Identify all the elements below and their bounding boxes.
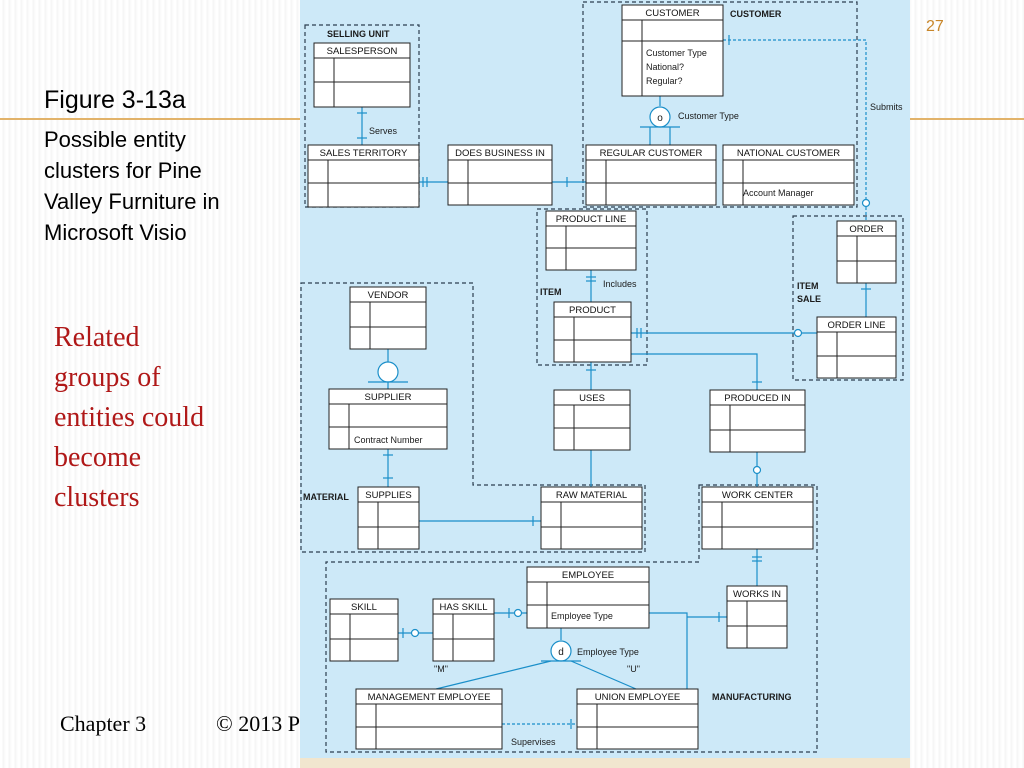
entity-employee: EMPLOYEE [526, 566, 650, 629]
footer-copyright: © 2013 P [216, 711, 300, 736]
entity-produced-in-title: PRODUCED IN [724, 393, 791, 404]
line-subtype-union [570, 660, 637, 690]
entity-national-customer: NATIONAL CUSTOMER [722, 144, 855, 206]
figure-caption: Possible entity clusters for Pine Valley… [44, 127, 220, 245]
entity-does-business-in: DOES BUSINESS IN [447, 144, 553, 206]
label-supervises: Supervises [511, 737, 556, 747]
entity-supplier-title: SUPPLIER [365, 392, 412, 403]
entity-salesperson: SALESPERSON [313, 42, 411, 108]
entity-work-center-title: WORK CENTER [722, 490, 793, 501]
er-diagram-panel [300, 0, 910, 768]
entity-regular-customer-title: REGULAR CUSTOMER [600, 148, 703, 159]
entity-union-employee: UNION EMPLOYEE [576, 688, 699, 750]
label-serves: Serves [369, 126, 398, 136]
cluster-customer [582, 1, 858, 208]
entity-does-business-in-title: DOES BUSINESS IN [455, 148, 545, 159]
entity-vendor: VENDOR [349, 286, 427, 350]
entity-raw-material-title: RAW MATERIAL [556, 490, 627, 501]
entity-customer: CUSTOMER [621, 4, 724, 97]
subtype-customer-discriminator: Customer Type [678, 111, 739, 121]
mark-skill-optional [410, 628, 420, 638]
line-product-producedin [631, 353, 758, 390]
entity-order: ORDER [836, 220, 897, 284]
cluster-label-item: ITEM [540, 287, 562, 297]
cluster-item [536, 208, 648, 366]
entity-union-employee-title: UNION EMPLOYEE [595, 692, 681, 703]
entity-vendor-title: VENDOR [368, 290, 409, 301]
supplier-subset-circle [377, 361, 399, 383]
mark-orderline-optional [793, 328, 803, 338]
mark-order-optional [861, 198, 871, 208]
mark-employee-optional [513, 608, 523, 618]
entity-raw-material: RAW MATERIAL [540, 486, 643, 550]
entity-management-employee: MANAGEMENT EMPLOYEE [355, 688, 503, 750]
entity-order-title: ORDER [849, 224, 883, 235]
cluster-item-sale [792, 215, 904, 381]
entity-sales-territory-title: SALES TERRITORY [320, 148, 408, 159]
entity-product-line: PRODUCT LINE [545, 210, 637, 271]
clusters-note: Related groups of entities could become … [54, 322, 205, 513]
header-rule-left [0, 118, 300, 120]
label-includes: Includes [603, 279, 637, 289]
entity-supplies: SUPPLIES [357, 486, 420, 550]
entity-uses-title: USES [579, 393, 605, 404]
cluster-label-selling-unit: SELLING UNIT [327, 29, 390, 39]
attr-contract-number: Contract Number [354, 435, 423, 445]
cluster-label-customer: CUSTOMER [730, 9, 782, 19]
cluster-manufacturing [325, 484, 818, 753]
attr-employee-type: Employee Type [551, 611, 613, 621]
cluster-material [300, 282, 646, 553]
entity-supplies-title: SUPPLIES [365, 490, 411, 501]
slide-number: 27 [926, 18, 944, 35]
entity-product-title: PRODUCT [569, 305, 616, 316]
entity-management-employee-title: MANAGEMENT EMPLOYEE [368, 692, 491, 703]
subtype-label-u: "U" [627, 664, 640, 674]
line-subtype-mgmt [435, 660, 552, 690]
entity-regular-customer: REGULAR CUSTOMER [585, 144, 717, 206]
entity-has-skill: HAS SKILL [432, 598, 495, 662]
entity-uses: USES [553, 389, 631, 451]
cluster-label-manufacturing: MANUFACTURING [712, 692, 792, 702]
entity-national-customer-title: NATIONAL CUSTOMER [737, 148, 840, 159]
footer-chapter: Chapter 3 [60, 711, 147, 736]
entity-supplier: SUPPLIER [328, 388, 448, 450]
subtype-customer-symbol: o [657, 113, 663, 124]
entity-salesperson-title: SALESPERSON [327, 46, 398, 57]
entity-works-in-title: WORKS IN [733, 589, 781, 600]
cluster-label-material: MATERIAL [303, 492, 349, 502]
entity-skill-title: SKILL [351, 602, 377, 613]
attr-national: National? [646, 62, 684, 72]
attr-regular: Regular? [646, 76, 683, 86]
entity-order-line: ORDER LINE [816, 316, 897, 379]
entity-product: PRODUCT [553, 301, 632, 363]
entity-works-in: WORKS IN [726, 585, 788, 649]
subtype-label-m: "M" [434, 664, 448, 674]
mark-workcenter-optional [752, 465, 762, 475]
entity-has-skill-title: HAS SKILL [439, 602, 487, 613]
line-customer-order [723, 39, 867, 222]
figure-title: Figure 3-13a [44, 86, 186, 114]
entity-sales-territory: SALES TERRITORY [307, 144, 420, 208]
line-employee-worksin [649, 612, 688, 689]
entity-employee-title: EMPLOYEE [562, 570, 614, 581]
subtype-employee-symbol: d [558, 647, 564, 658]
header-rule-right [910, 118, 1024, 120]
attr-account-manager: Account Manager [743, 188, 814, 198]
entity-customer-title: CUSTOMER [645, 8, 699, 19]
cluster-label-item-sale-2: SALE [797, 294, 821, 304]
entity-work-center: WORK CENTER [701, 486, 814, 550]
entity-skill: SKILL [329, 598, 399, 662]
entity-product-line-title: PRODUCT LINE [556, 214, 627, 225]
label-submits: Submits [870, 102, 903, 112]
entity-order-line-title: ORDER LINE [827, 320, 885, 331]
entity-produced-in: PRODUCED IN [709, 389, 806, 453]
attr-customer-type: Customer Type [646, 48, 707, 58]
diagram-bottom-edge [300, 758, 910, 768]
subtype-employee-discriminator: Employee Type [577, 647, 639, 657]
cluster-label-item-sale-1: ITEM [797, 281, 819, 291]
